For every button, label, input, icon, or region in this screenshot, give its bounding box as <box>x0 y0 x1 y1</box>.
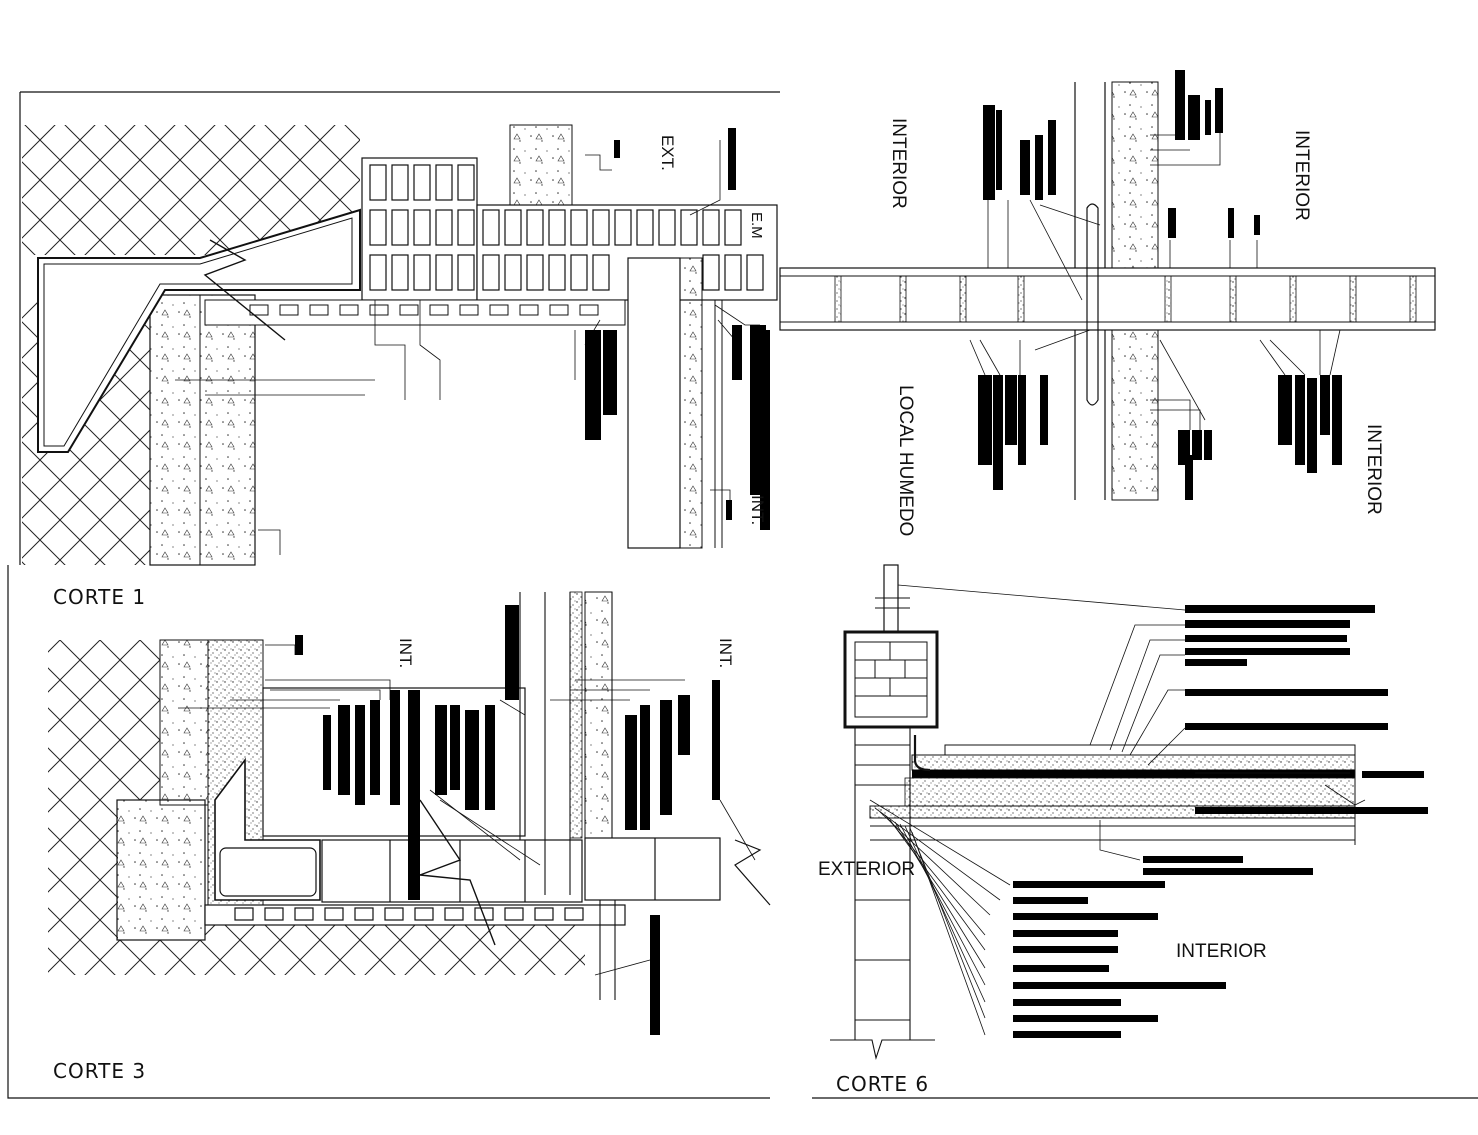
roof-fill <box>904 777 1356 807</box>
concrete-wall <box>149 294 256 566</box>
plan-interior-left: INTERIOR <box>888 118 909 209</box>
right-wall <box>627 257 681 549</box>
footing-corte3 <box>116 799 206 941</box>
plan-local-humedo: LOCAL HUMEDO <box>895 385 916 536</box>
plan-detail: INTERIOR INTERIOR INTERIOR LOCAL HUMEDO <box>779 70 1436 536</box>
ext-label: EXT. <box>658 135 677 171</box>
corte-3-title: CORTE 3 <box>53 1059 146 1083</box>
em-label: E.M <box>748 212 765 239</box>
block-strip <box>204 299 626 326</box>
frame-lines <box>7 91 1478 1099</box>
corte-3-detail: INT. INT. CORTE 3 <box>48 591 771 1083</box>
roof-mortar <box>911 754 1356 771</box>
soil-hatch <box>22 125 360 255</box>
break-line <box>203 239 286 341</box>
wall-corte3 <box>159 639 209 806</box>
corte6-exterior-label: EXTERIOR <box>818 859 915 880</box>
corte-1-title: CORTE 1 <box>53 585 146 609</box>
corte-1-detail: EXT. E.M INT. CORTE 1 <box>22 124 778 609</box>
annotation-bars <box>585 128 770 530</box>
int-label-corte3-right: INT. <box>716 638 735 668</box>
int-label-corte1: INT. <box>748 495 767 525</box>
upper-column <box>509 124 573 206</box>
brick-wall <box>361 157 778 301</box>
parapet <box>843 630 939 729</box>
blocks-corte3 <box>204 837 721 926</box>
corte6-annotation-bars <box>1013 605 1428 1038</box>
plan-horizontal-wall <box>779 267 1436 331</box>
corte3-annotation-bars <box>295 605 720 1035</box>
plan-interior-right: INTERIOR <box>1291 130 1312 221</box>
plan-interior-lower: INTERIOR <box>1363 424 1384 515</box>
plan-annotation-bars <box>978 70 1342 500</box>
int-label-corte3-left: INT. <box>396 638 415 668</box>
corte-6-detail: EXTERIOR INTERIOR CORTE 6 <box>818 564 1428 1096</box>
roof-membrane <box>912 770 1355 778</box>
corte6-interior-label: INTERIOR <box>1176 941 1267 962</box>
corte-6-title: CORTE 6 <box>836 1072 929 1096</box>
